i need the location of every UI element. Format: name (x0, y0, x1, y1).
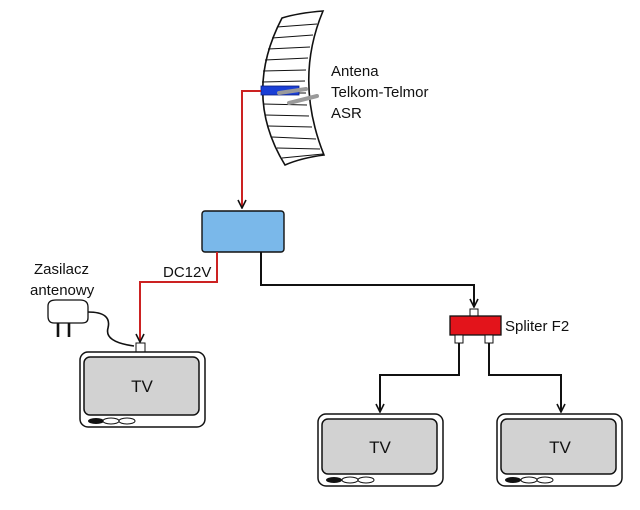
antenna-dish (260, 10, 326, 167)
tv-3-cable (488, 343, 561, 412)
tv-1: TV (79, 342, 206, 428)
dc12v-label: DC12V (163, 264, 211, 281)
splitter (449, 308, 502, 344)
power-plug-icon (47, 299, 135, 347)
tv-3: TV (496, 413, 623, 487)
dc12v-cable (140, 252, 218, 342)
lnb-icon (277, 87, 319, 105)
tv-3-label: TV (549, 438, 571, 457)
tv-2-label: TV (369, 438, 391, 457)
power-supply-label: Zasilacz antenowy (30, 261, 95, 299)
splitter-output-port-1 (454, 334, 464, 344)
antenna-cable (242, 90, 261, 208)
tv-2-cable (380, 343, 460, 412)
tv-1-label: TV (131, 377, 153, 396)
tv-2: TV (317, 413, 444, 487)
tv-1-connector (135, 342, 146, 353)
amplifier-box (201, 210, 285, 253)
splitter-feed-cable (260, 252, 474, 307)
splitter-label: Spliter F2 (505, 318, 569, 335)
splitter-body (449, 315, 502, 336)
antenna-label: Antena Telkom-Telmor ASR (331, 63, 433, 122)
splitter-output-port-2 (484, 334, 494, 344)
